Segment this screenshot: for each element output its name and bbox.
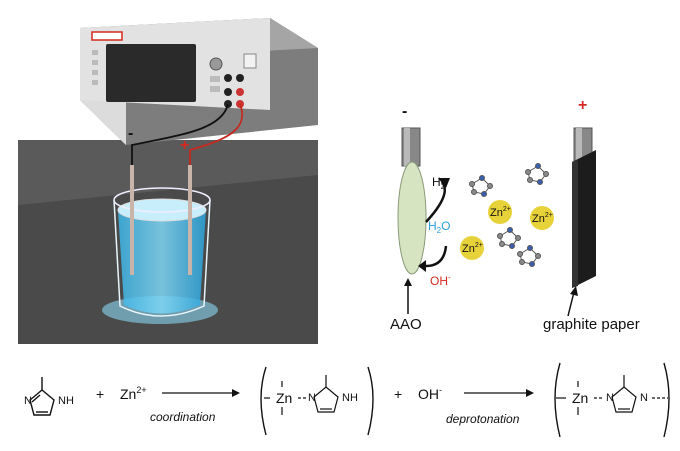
h2-label: H2 [432, 175, 446, 191]
power-supply [80, 18, 318, 145]
zn-ion-1-label: Zn2+ [490, 206, 511, 219]
zn-ion-1: Zn2+ [488, 200, 512, 224]
zn-ion-3: Zn2+ [460, 236, 484, 260]
methylimidazole-structure [29, 377, 55, 416]
oh-label: OH- [430, 273, 451, 288]
positive-wire [189, 103, 243, 165]
product-structure [556, 375, 668, 415]
electrode-panel: - H2 H2O OH- Zn2+ Zn2+ Zn2+ [360, 90, 680, 345]
display-screen [106, 44, 196, 102]
product-n-atom-2: N [640, 392, 648, 404]
imidazole-molecule [497, 227, 521, 249]
negative-wire [131, 103, 229, 165]
electrode-schematic: - H2 H2O OH- Zn2+ Zn2+ Zn2+ [397, 97, 596, 317]
reactant-n-atom: N [24, 395, 32, 407]
imidazole-molecule [469, 175, 493, 197]
setup-minus-label: - [128, 125, 133, 142]
imidazole-molecule [517, 245, 541, 267]
electrode-right [188, 165, 192, 275]
cathode-sign: - [402, 103, 407, 120]
graphite-paper-label: graphite paper [543, 316, 640, 333]
product-zn: Zn [572, 390, 588, 406]
setup-illustration: - + [18, 18, 318, 344]
zn-ion-reactant: Zn2+ [120, 385, 147, 402]
plus-sign-1: + [96, 386, 104, 402]
reaction-scheme-drawing: N NH + Zn2+ coordination Zn N NH + OH- d… [24, 362, 670, 438]
reactant-nh-atom: NH [58, 395, 74, 407]
hydroxide-label: OH- [418, 385, 442, 402]
product-n-atom-1: N [606, 392, 614, 404]
aao-label: AAO [390, 316, 422, 333]
plus-sign-2: + [394, 386, 402, 402]
zn-ion-3-label: Zn2+ [462, 242, 483, 255]
setup-plus-label: + [180, 137, 189, 154]
complex-nh-atom: NH [342, 392, 358, 404]
imidazole-molecule [525, 163, 549, 185]
zn-ion-2: Zn2+ [530, 206, 554, 230]
beaker [102, 187, 218, 324]
coordination-label: coordination [150, 410, 216, 424]
complex-n-atom: N [308, 392, 316, 404]
anode-sign: + [578, 97, 587, 114]
complex-zn: Zn [276, 390, 292, 406]
complex-ligand-structure [264, 375, 339, 415]
reaction-scheme: N NH + Zn2+ coordination Zn N NH + OH- d… [0, 345, 680, 446]
setup-panel: - + [0, 0, 360, 345]
deprotonation-label: deprotonation [446, 412, 520, 426]
electrode-left [130, 165, 134, 275]
zn-ion-2-label: Zn2+ [532, 212, 553, 225]
aao-disk [397, 161, 427, 275]
h2o-label: H2O [428, 219, 450, 235]
